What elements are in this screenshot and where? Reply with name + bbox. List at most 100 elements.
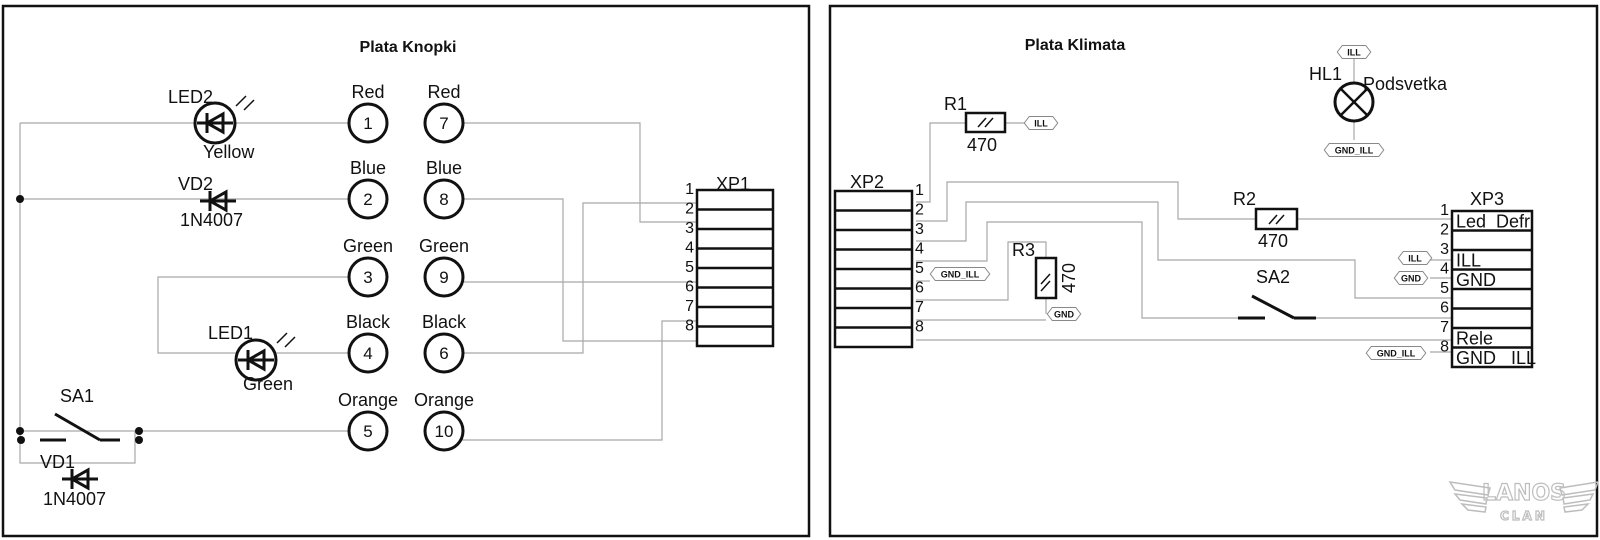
connector-pin-number: 6 bbox=[685, 279, 694, 296]
button-circle bbox=[347, 410, 389, 452]
net-tag-r1-ill: ILL bbox=[1023, 116, 1059, 130]
connector-pin-number: 1 bbox=[915, 182, 924, 199]
button-number: 7 bbox=[439, 114, 448, 133]
button-color-label: Red bbox=[351, 82, 384, 102]
logo-brand: LANOS bbox=[1482, 481, 1566, 506]
net-tag-hl1-ill: ILL bbox=[1336, 45, 1372, 59]
connector-pin-number: 3 bbox=[685, 220, 694, 237]
connector-pin-number: 4 bbox=[1440, 261, 1449, 278]
connector-pin-number: 1 bbox=[685, 181, 694, 198]
lanos-clan-logo: LANOS CLAN bbox=[1448, 480, 1600, 524]
wire-xp2-3-xp3-5 bbox=[916, 201, 1452, 299]
connector-pin-number: 7 bbox=[915, 299, 924, 316]
r3-value: 470 bbox=[1059, 263, 1079, 293]
r1-ref: R1 bbox=[944, 94, 967, 114]
xp3-ref: XP3 bbox=[1470, 189, 1504, 209]
connector-pin-number: 7 bbox=[1440, 319, 1449, 336]
button-circle bbox=[347, 332, 389, 374]
left-panel: Plata Knopki LED2 Yellow bbox=[1, 4, 811, 538]
wire-xp2-4-sa2 bbox=[916, 221, 1238, 319]
led1-value: Green bbox=[243, 374, 293, 394]
connector-pin-number: 8 bbox=[685, 318, 694, 335]
net-tag-label: ILL bbox=[1034, 119, 1048, 129]
wire-xp2-2-r2 bbox=[916, 181, 1256, 222]
wing-right-icon bbox=[1559, 481, 1600, 513]
button-color-label: Blue bbox=[426, 158, 462, 178]
net-tag-xp3-ill: ILL bbox=[1397, 251, 1433, 265]
button-color-label: Blue bbox=[350, 158, 386, 178]
button-circle bbox=[347, 178, 389, 220]
right-panel: Plata Klimata R1 470 bbox=[828, 4, 1600, 538]
light-arrow-icon bbox=[243, 99, 255, 111]
net-tag-hl1-gnd-ill: GND_ILL bbox=[1323, 143, 1385, 157]
button-2: 2 Blue bbox=[347, 158, 389, 220]
button-number: 8 bbox=[439, 190, 448, 209]
sa1-switch: SA1 bbox=[40, 386, 120, 442]
connector-pin-number: 8 bbox=[915, 319, 924, 336]
connector-pin-number: 2 bbox=[685, 201, 694, 218]
button-color-label: Green bbox=[419, 236, 469, 256]
sa2-switch: SA2 bbox=[1238, 267, 1316, 320]
sa2-ref: SA2 bbox=[1256, 267, 1290, 287]
hl1-lamp: HL1 Podsvetka bbox=[1309, 64, 1448, 123]
wire-btn8-xp1-8 bbox=[462, 198, 697, 342]
led1-ref: LED1 bbox=[208, 323, 253, 343]
net-tag-xp3-gnd-ill: GND_ILL bbox=[1365, 346, 1427, 360]
connector-pin-number: 5 bbox=[915, 260, 924, 277]
r1-resistor: R1 470 bbox=[944, 94, 1007, 155]
connector-pin-number: 7 bbox=[685, 298, 694, 315]
button-circle bbox=[423, 410, 465, 452]
button-number: 6 bbox=[439, 344, 448, 363]
button-number: 9 bbox=[439, 268, 448, 287]
button-circle bbox=[423, 178, 465, 220]
logo-sub: CLAN bbox=[1500, 509, 1548, 523]
button-9: 9 Green bbox=[419, 236, 469, 298]
button-number: 4 bbox=[363, 344, 372, 363]
button-circle bbox=[347, 102, 389, 144]
button-circle bbox=[423, 102, 465, 144]
right-wires bbox=[916, 58, 1452, 353]
wire-btn10-xp1-7 bbox=[462, 320, 697, 441]
button-color-label: Red bbox=[427, 82, 460, 102]
wire-xp2-1-r1 bbox=[916, 122, 966, 203]
light-arrow-icon bbox=[235, 95, 247, 107]
net-tag-xp3-gnd: GND bbox=[1393, 271, 1429, 285]
connector-pin-number: 3 bbox=[915, 221, 924, 238]
button-circle bbox=[423, 332, 465, 374]
led1-component: LED1 Green bbox=[208, 323, 296, 394]
sa1-ref: SA1 bbox=[60, 386, 94, 406]
light-arrow-icon bbox=[284, 336, 296, 348]
button-number: 3 bbox=[363, 268, 372, 287]
left-panel-frame bbox=[1, 4, 811, 538]
junction-dot bbox=[16, 427, 24, 435]
net-tag-label: GND_ILL bbox=[941, 270, 980, 280]
connector-pin-number: 2 bbox=[915, 202, 924, 219]
net-tag-label: GND bbox=[1054, 310, 1075, 320]
r2-value: 470 bbox=[1258, 231, 1288, 251]
wire-btn7-xp1-2 bbox=[462, 122, 697, 223]
button-7: 7 Red bbox=[423, 82, 465, 144]
connector-pin-label: GND ILL bbox=[1456, 348, 1536, 368]
button-color-label: Green bbox=[343, 236, 393, 256]
connector-pin-label: ILL bbox=[1456, 251, 1481, 271]
button-number: 2 bbox=[363, 190, 372, 209]
right-panel-title: Plata Klimata bbox=[1025, 37, 1126, 54]
left-panel-title: Plata Knopki bbox=[360, 39, 457, 56]
button-3: 3 Green bbox=[343, 236, 393, 298]
connector-pin-number: 6 bbox=[915, 280, 924, 297]
r2-ref: R2 bbox=[1233, 189, 1256, 209]
connector-pin-number: 3 bbox=[1440, 241, 1449, 258]
connector-pin-number: 4 bbox=[915, 241, 924, 258]
connector-pin-number: 2 bbox=[1440, 222, 1449, 239]
net-tag-label: GND bbox=[1401, 274, 1422, 284]
vd1-ref: VD1 bbox=[40, 452, 75, 472]
